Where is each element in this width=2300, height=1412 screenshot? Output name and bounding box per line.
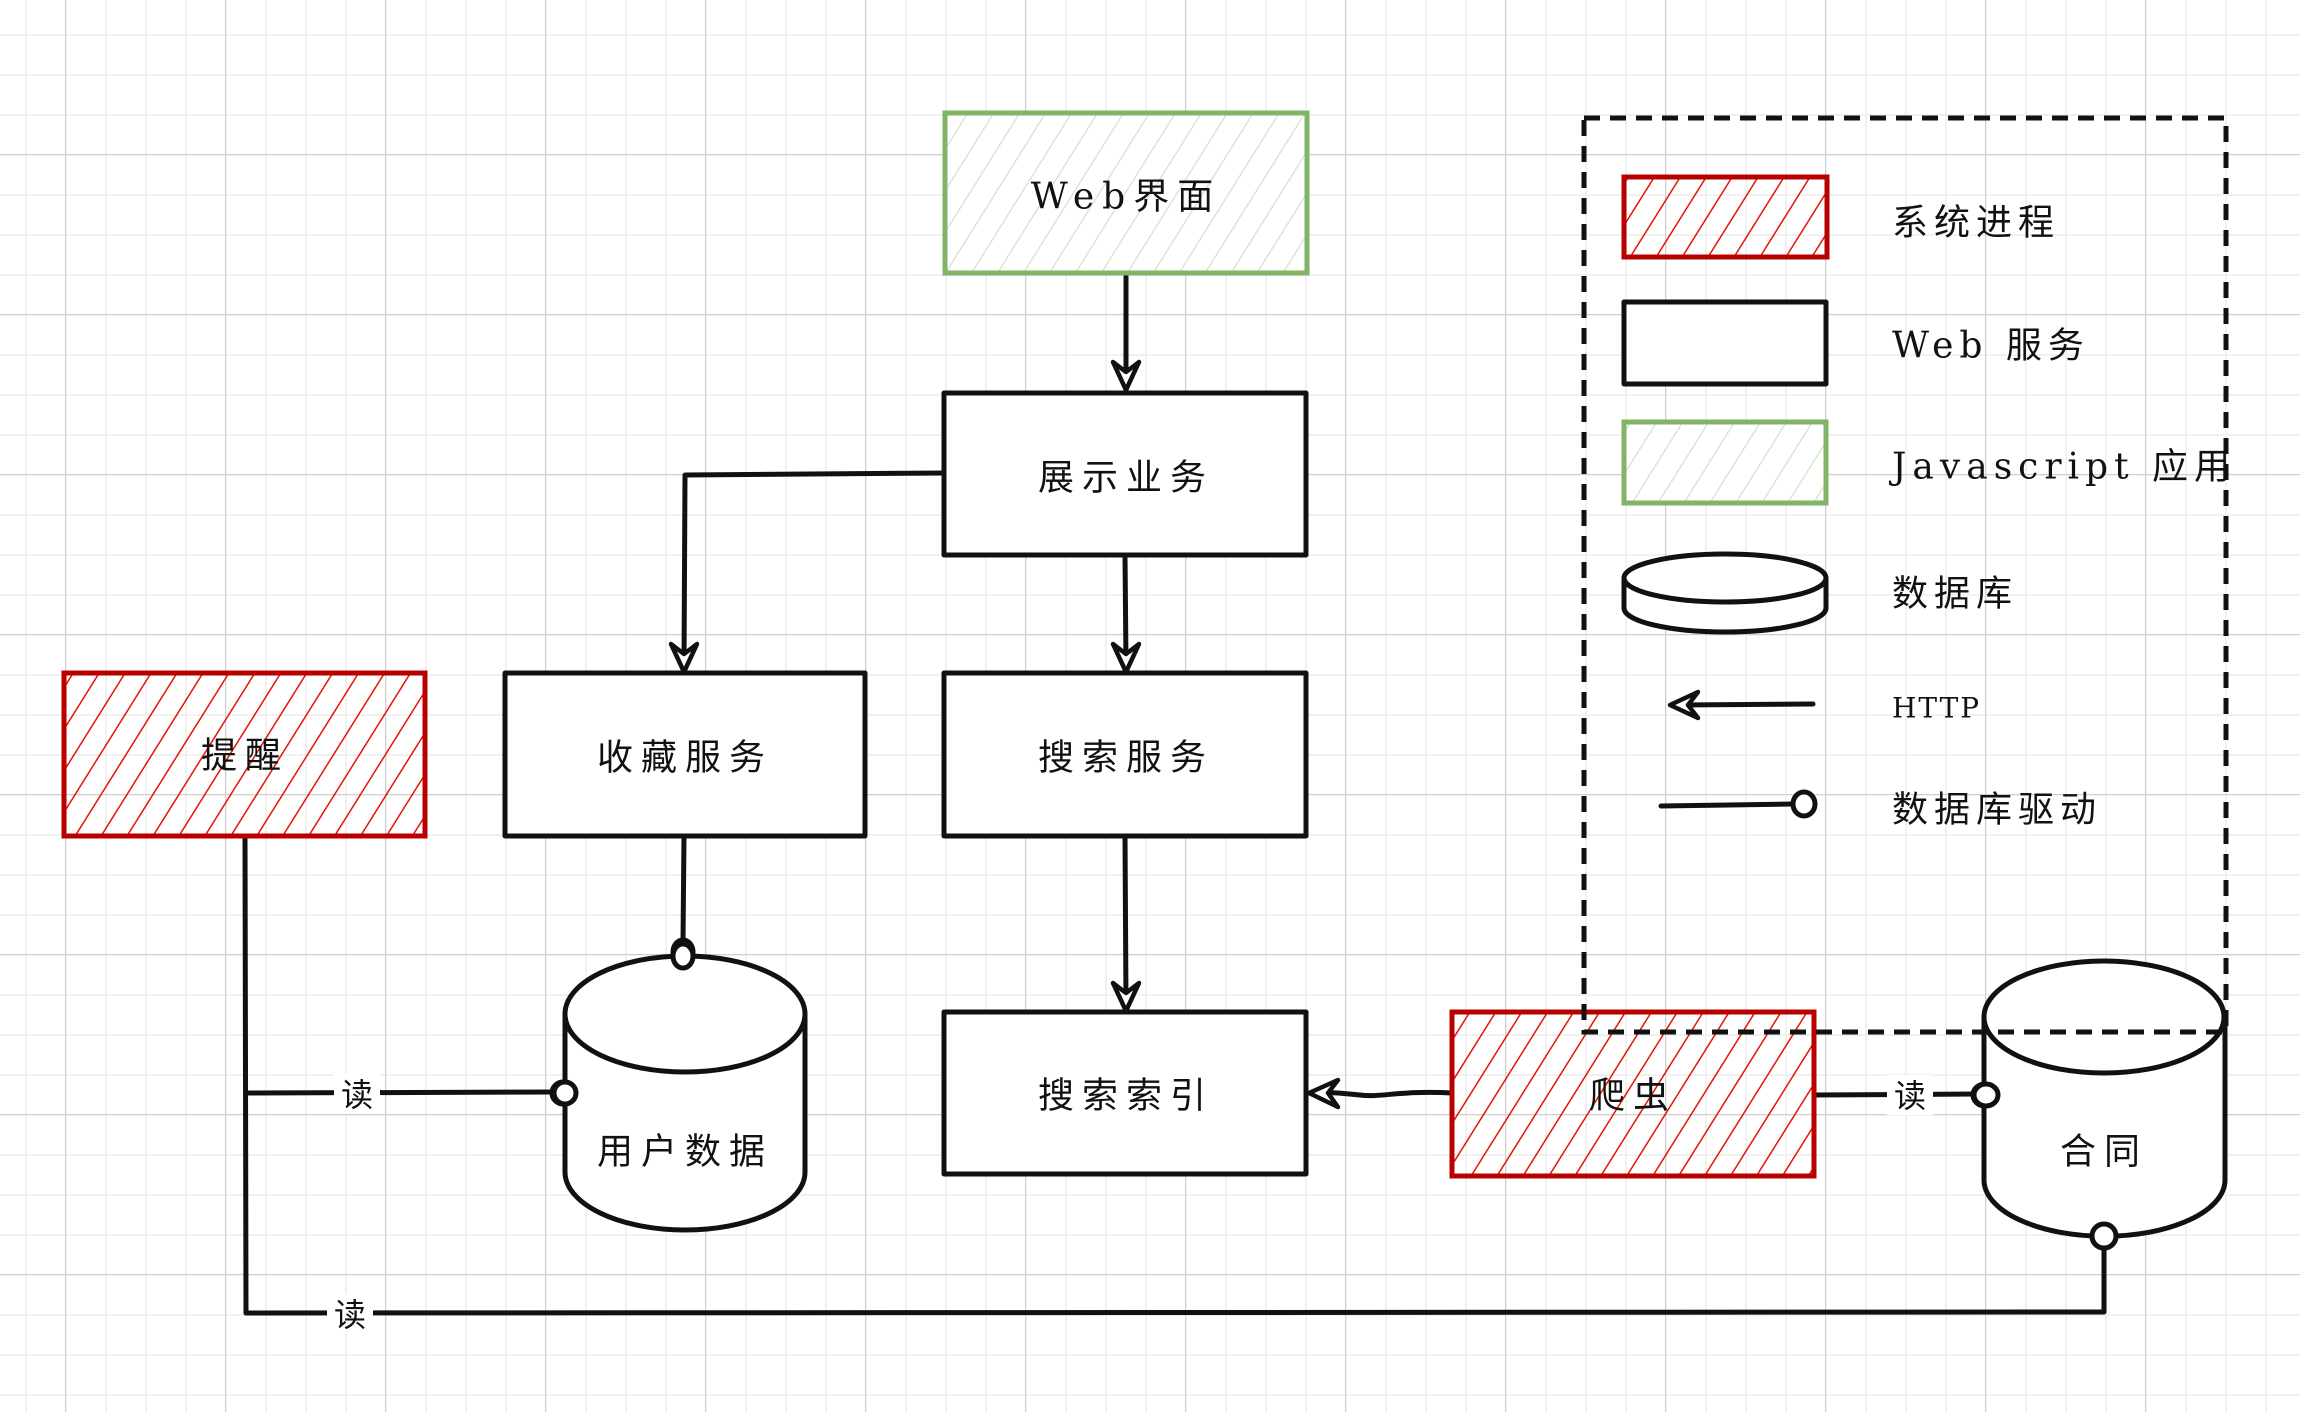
node-label: 搜索服务	[1038, 738, 1214, 779]
node-contracts[interactable]: 合同	[1981, 958, 2228, 1239]
arrowhead-icon	[1110, 980, 1142, 1014]
http-arrow-icon	[1667, 689, 1816, 721]
legend-item-db-driver: 数据库驱动	[1658, 789, 2102, 831]
node-label: 搜索索引	[1038, 1076, 1214, 1117]
db-driver-dot-icon	[2089, 1221, 2119, 1251]
legend-label: Javascript 应用	[1888, 447, 2236, 488]
edge-label-read: 读	[341, 1076, 373, 1114]
edge-crawler-to-contracts: 读	[1811, 1075, 2000, 1115]
edge-display-to-favorites	[668, 470, 947, 675]
js-app-swatch-icon	[1621, 419, 1829, 506]
node-label: 爬虫	[1589, 1076, 1677, 1117]
db-driver-dot-icon	[551, 1079, 579, 1107]
legend-item-http: HTTP	[1667, 689, 1981, 725]
legend-label: Web 服务	[1892, 326, 2090, 367]
edge-label-read: 读	[334, 1296, 366, 1334]
node-label: 展示业务	[1038, 458, 1214, 499]
node-user-data[interactable]: 用户数据	[562, 953, 808, 1233]
node-favorites-service[interactable]: 收藏服务	[502, 670, 868, 839]
node-crawler[interactable]: 爬虫	[1449, 1009, 1817, 1179]
edge-label-read: 读	[1894, 1077, 1926, 1115]
arrowhead-icon	[668, 641, 700, 675]
database-swatch-icon	[1621, 551, 1829, 635]
edge-reminder-to-contracts: 读	[243, 1221, 2119, 1334]
node-web-ui[interactable]: Web界面	[942, 110, 1310, 276]
legend-label: 系统进程	[1892, 203, 2060, 244]
node-search-index[interactable]: 搜索索引	[941, 1009, 1309, 1177]
db-driver-dot-icon	[670, 941, 696, 971]
edge-crawler-to-index	[1306, 1077, 1455, 1110]
process-swatch-icon	[1621, 174, 1830, 260]
legend: 系统进程 Web 服务 Javascript 应用 数据库 HTTP	[1581, 115, 2236, 1035]
db-driver-line-icon	[1658, 789, 1818, 819]
node-reminder[interactable]: 提醒	[61, 670, 428, 839]
arrowhead-icon	[1110, 359, 1142, 393]
arrowhead-icon	[1110, 641, 1142, 675]
web-service-swatch-icon	[1621, 299, 1829, 387]
legend-item-system-process: 系统进程	[1621, 174, 2060, 260]
node-label: Web界面	[1031, 177, 1221, 218]
node-label: 收藏服务	[597, 738, 773, 779]
node-search-service[interactable]: 搜索服务	[941, 670, 1309, 839]
edge-search-to-index	[1110, 833, 1142, 1014]
legend-label: 数据库	[1892, 574, 2018, 615]
db-driver-dot-icon	[1971, 1081, 2001, 1109]
legend-item-javascript-app: Javascript 应用	[1621, 419, 2236, 506]
node-label: 合同	[2060, 1132, 2148, 1173]
legend-item-web-service: Web 服务	[1621, 299, 2090, 387]
legend-frame	[1581, 115, 2229, 1035]
legend-label: 数据库驱动	[1892, 790, 2102, 831]
arrowhead-icon	[1306, 1077, 1341, 1110]
node-label: 提醒	[201, 736, 289, 777]
edge-reminder-trunk	[242, 833, 249, 1316]
edge-reminder-to-userdata: 读	[243, 1074, 577, 1114]
edge-webui-to-display	[1110, 270, 1142, 393]
legend-item-database: 数据库	[1621, 551, 2018, 635]
node-display-service[interactable]: 展示业务	[941, 390, 1309, 558]
legend-label: HTTP	[1892, 692, 1981, 725]
edge-display-to-search	[1110, 552, 1142, 675]
node-label: 用户数据	[597, 1132, 773, 1173]
